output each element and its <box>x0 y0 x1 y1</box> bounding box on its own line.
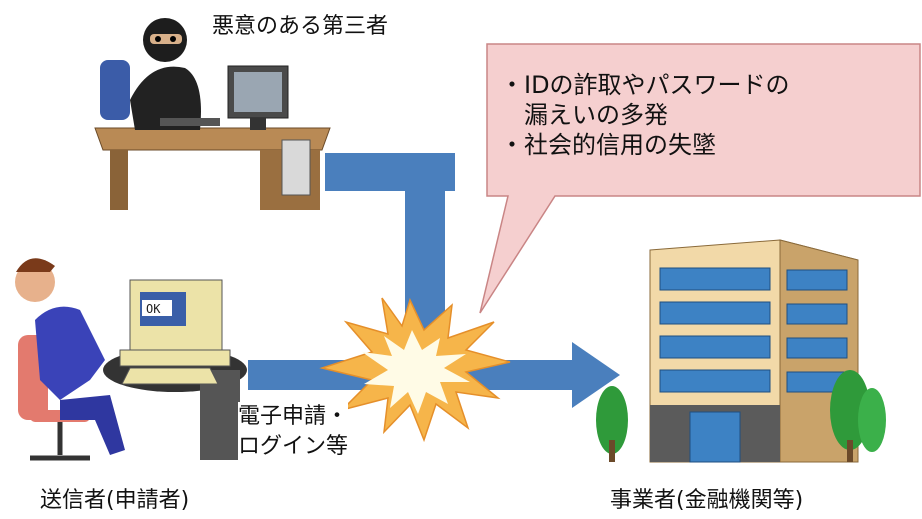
action-label-line-2: ログイン等 <box>238 432 349 462</box>
hacker-at-computer-icon <box>94 18 331 210</box>
callout-line-2: 漏えいの多発 <box>524 101 668 129</box>
callout-box <box>479 43 921 314</box>
attacker-label: 悪意のある第三者 <box>212 14 389 39</box>
explosion-burst-icon <box>319 297 511 443</box>
user-at-computer-icon: OK <box>15 258 247 461</box>
business-label: 事業者(金融機関等) <box>610 488 804 513</box>
sender-label: 送信者(申請者) <box>40 488 190 513</box>
action-label: 電子申請・ ログイン等 <box>238 402 349 462</box>
svg-text:OK: OK <box>146 302 161 316</box>
callout-text: ・IDの詐取やパスワードの 漏えいの多発 ・社会的信用の失墜 <box>500 70 905 160</box>
office-building-icon <box>596 239 886 463</box>
callout-line-1: ・IDの詐取やパスワードの <box>500 71 790 99</box>
action-label-line-1: 電子申請・ <box>238 402 349 432</box>
callout-line-3: ・社会的信用の失墜 <box>500 131 716 159</box>
